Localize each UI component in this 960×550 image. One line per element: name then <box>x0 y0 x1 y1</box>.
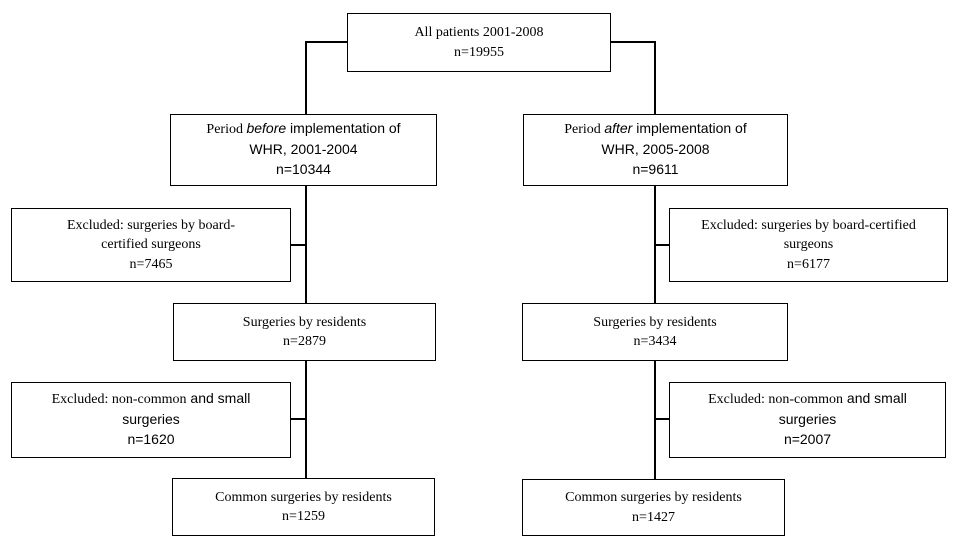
node-text-line: n=19955 <box>348 43 610 63</box>
node-text-segment: after <box>604 120 633 137</box>
connector-excluded-board-before-horizontal <box>290 244 306 246</box>
node-text-segment: n=7465 <box>129 256 173 272</box>
connector-top-to-before-horizontal <box>305 41 348 43</box>
node-text-segment: before <box>246 120 287 137</box>
node-text-line: n=1427 <box>523 508 784 528</box>
node-text-segment: Common surgeries by residents <box>215 489 392 505</box>
connector-excluded-board-after-horizontal <box>654 244 669 246</box>
connector-top-to-after-vertical <box>654 41 656 114</box>
node-text-segment: n=2007 <box>783 431 832 448</box>
node-text-segment: certified surgeons <box>101 237 201 253</box>
node-text-segment: Period <box>564 122 605 138</box>
node-text-line: Excluded: surgeries by board-certified <box>670 216 947 236</box>
connector-excluded-noncommon-after-horizontal <box>654 418 669 420</box>
node-common-surgeries-after: Common surgeries by residents n=1427 <box>522 479 785 536</box>
node-text-segment: Excluded: surgeries by board- <box>66 217 236 233</box>
node-text-line: n=2879 <box>174 332 435 352</box>
node-text-segment: n=10344 <box>276 161 331 178</box>
connector-residents-to-common-after-vertical <box>654 361 656 479</box>
node-text-segment: n=2879 <box>283 334 326 349</box>
node-text-line: surgeons <box>670 235 947 255</box>
node-text-segment: n=1259 <box>282 509 325 524</box>
connector-residents-to-common-before-vertical <box>305 361 307 478</box>
node-text-line: surgeries <box>670 410 945 431</box>
node-text-segment: n=6177 <box>787 256 830 272</box>
node-text-segment: WHR, 2001-2004 <box>249 140 358 157</box>
connector-top-to-before-vertical <box>305 41 307 114</box>
node-text-segment: surgeries <box>778 410 837 427</box>
node-text-line: Excluded: non-common and small <box>12 389 290 410</box>
node-text-line: n=9611 <box>524 160 787 181</box>
node-text-line: Common surgeries by residents <box>523 488 784 508</box>
node-all-patients: All patients 2001-2008 n=19955 <box>347 13 611 72</box>
node-excluded-board-certified-after: Excluded: surgeries by board-certified su… <box>669 208 948 282</box>
node-text-segment: Excluded: surgeries by board-certified <box>701 217 916 233</box>
node-text-line: WHR, 2001-2004 <box>171 140 436 161</box>
node-text-line: n=6177 <box>670 255 947 275</box>
node-text-segment: n=9611 <box>632 161 679 178</box>
node-text-segment: Surgeries by residents <box>593 314 717 330</box>
node-text-segment: Common surgeries by residents <box>565 490 742 505</box>
node-text-segment: n=19955 <box>454 44 504 60</box>
node-text-line: Period before implementation of <box>171 119 436 140</box>
node-text-line: certified surgeons <box>12 235 290 255</box>
node-text-line: Period after implementation of <box>524 119 787 140</box>
node-text-line: Excluded: surgeries by board- <box>12 216 290 236</box>
node-text-line: n=1259 <box>173 507 434 527</box>
node-text-line: n=10344 <box>171 160 436 181</box>
node-surgeries-residents-after: Surgeries by residents n=3434 <box>522 303 788 361</box>
node-text-line: surgeries <box>12 410 290 431</box>
node-text-segment: n=3434 <box>633 334 677 349</box>
node-text-line: n=7465 <box>12 255 290 275</box>
node-text-segment: surgeons <box>783 237 834 253</box>
node-text-segment: implementation of <box>632 120 747 137</box>
node-text-line: n=1620 <box>12 430 290 451</box>
node-surgeries-residents-before: Surgeries by residents n=2879 <box>173 303 436 361</box>
node-text-line: All patients 2001-2008 <box>348 23 610 43</box>
connector-top-to-after-horizontal <box>611 41 655 43</box>
node-common-surgeries-before: Common surgeries by residents n=1259 <box>172 478 435 536</box>
node-text-line: n=3434 <box>523 332 787 352</box>
node-text-line: n=2007 <box>670 430 945 451</box>
node-text-line: WHR, 2005-2008 <box>524 140 787 161</box>
node-text-segment: n=1427 <box>632 509 675 525</box>
node-text-line: Excluded: non-common and small <box>670 389 945 410</box>
node-text-segment: WHR, 2005-2008 <box>601 140 710 157</box>
connector-excluded-noncommon-before-horizontal <box>290 418 306 420</box>
node-text-segment: and small <box>843 390 907 407</box>
node-text-segment: Period <box>206 122 247 138</box>
node-text-segment: Excluded: non-common <box>708 392 844 408</box>
node-text-segment: surgeries <box>122 410 180 427</box>
node-text-segment: n=1620 <box>127 431 175 448</box>
node-text-segment: Surgeries by residents <box>242 314 367 330</box>
node-text-segment: and small <box>186 390 251 407</box>
node-text-segment: All patients 2001-2008 <box>414 25 544 40</box>
node-text-segment: implementation of <box>286 120 401 137</box>
node-text-line: Common surgeries by residents <box>173 488 434 508</box>
node-text-segment: Excluded: non-common <box>51 392 187 408</box>
node-text-line: Surgeries by residents <box>523 313 787 333</box>
node-excluded-board-certified-before: Excluded: surgeries by board-certified s… <box>11 208 291 282</box>
node-text-line: Surgeries by residents <box>174 313 435 333</box>
